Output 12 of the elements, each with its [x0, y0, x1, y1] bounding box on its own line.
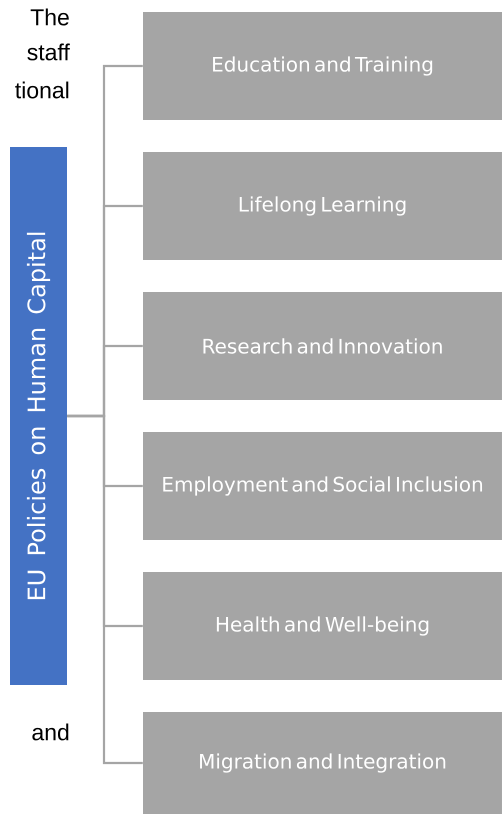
category-box: Health and Well-being — [143, 572, 502, 680]
category-box: Migration and Integration — [143, 712, 502, 814]
text-fragment: staff — [27, 44, 70, 60]
category-box: Research and Innovation — [143, 292, 502, 400]
connector — [67, 414, 143, 764]
category-box: Education and Training — [143, 12, 502, 120]
category-box: Lifelong Learning — [143, 152, 502, 260]
title-bar: EU Policies on Human Capital — [10, 147, 67, 685]
text-fragment: and — [32, 724, 68, 740]
text-fragment: tional — [15, 82, 68, 98]
category-box: Employment and Social Inclusion — [143, 432, 502, 540]
text-fragment: The — [30, 8, 69, 26]
